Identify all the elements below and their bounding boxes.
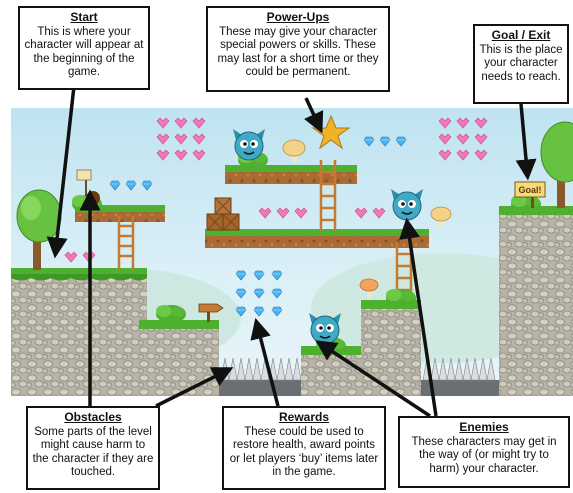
obstacles-callout-body: Some parts of the level might cause harm… <box>32 425 154 479</box>
powerups-callout: Power-Ups These may give your character … <box>206 6 390 92</box>
goal-callout-body: This is the place your character needs t… <box>479 43 563 83</box>
enemies-callout: Enemies These characters may get in the … <box>398 416 570 488</box>
start-callout-body: This is where your character will appear… <box>24 25 144 79</box>
powerups-callout-title: Power-Ups <box>266 10 330 24</box>
rewards-callout-title: Rewards <box>278 410 330 424</box>
start-callout: Start This is where your character will … <box>18 6 150 90</box>
enemies-callout-title: Enemies <box>459 420 509 434</box>
powerups-callout-body: These may give your character special po… <box>217 25 379 79</box>
obstacles-callout: Obstacles Some parts of the level might … <box>26 406 160 490</box>
rewards-callout: Rewards These could be used to restore h… <box>222 406 386 490</box>
game-level-scene: Goal! <box>11 108 573 396</box>
level-art: Goal! <box>11 114 573 396</box>
goal-callout-title: Goal / Exit <box>491 28 551 42</box>
obstacles-callout-title: Obstacles <box>64 410 122 424</box>
rewards-callout-body: These could be used to restore health, a… <box>229 425 379 479</box>
goal-sign-text: Goal! <box>518 185 541 195</box>
goal-callout: Goal / Exit This is the place your chara… <box>473 24 569 104</box>
enemies-callout-body: These characters may get in the way of (… <box>411 435 557 475</box>
start-callout-title: Start <box>70 10 98 24</box>
